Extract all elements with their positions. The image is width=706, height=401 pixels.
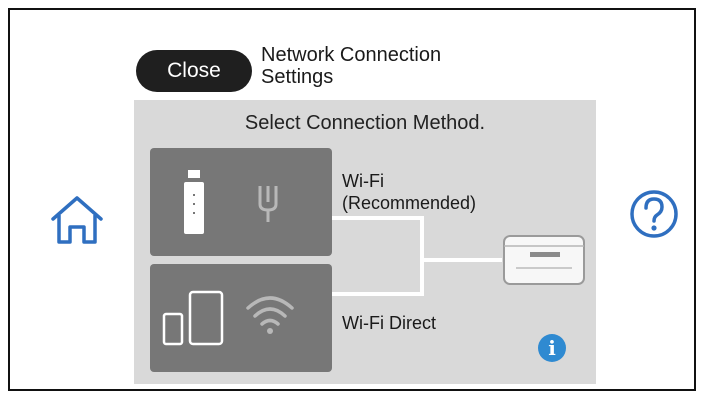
info-icon[interactable]: i (538, 334, 566, 362)
wifi-option-label: Wi-Fi (Recommended) (342, 170, 476, 214)
wifi-direct-devices-icon (162, 290, 294, 346)
wifi-option-label-line2: (Recommended) (342, 193, 477, 213)
page-title-line1: Network Connection (261, 44, 442, 66)
page-title-line2: Settings (261, 66, 334, 88)
wifi-option-label-line1: Wi-Fi (342, 171, 384, 191)
wifi-router-icon (184, 170, 278, 234)
wifi-direct-option-label: Wi-Fi Direct (342, 313, 436, 333)
close-button-label: Close (167, 59, 221, 82)
panel-prompt: Select Connection Method. (244, 112, 486, 134)
home-icon[interactable] (48, 194, 106, 246)
close-button[interactable]: Close (136, 50, 252, 92)
info-glyph: i (548, 336, 556, 360)
wifi-option-card[interactable] (150, 148, 332, 256)
printer-icon (503, 235, 585, 285)
screen-frame: Close Network Connection Settings Select… (8, 8, 696, 391)
wifi-direct-option-card[interactable] (150, 264, 332, 372)
connection-method-panel: Select Connection Method. (134, 100, 596, 384)
help-icon[interactable] (624, 184, 684, 244)
page-title: Network Connection Settings (261, 44, 561, 88)
